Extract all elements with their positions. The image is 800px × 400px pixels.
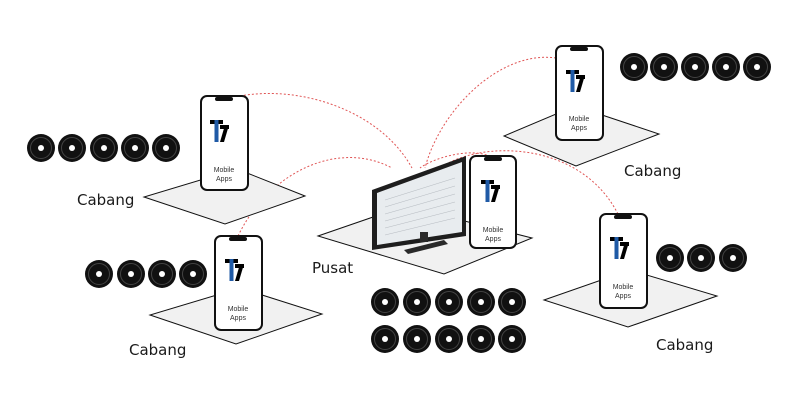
tag-icon	[178, 259, 208, 289]
tag-icon	[680, 52, 710, 82]
tag-icon	[147, 259, 177, 289]
tag-icon	[116, 259, 146, 289]
branch-app-label-1: Mobile	[569, 116, 590, 123]
tag-icon	[89, 133, 119, 163]
branch-label: Cabang	[624, 162, 681, 180]
tag-icon	[619, 52, 649, 82]
branch-phone: Mobile Apps	[214, 235, 263, 331]
tag-icon	[466, 287, 496, 317]
tag-icon	[151, 133, 181, 163]
tag-icon	[402, 324, 432, 354]
branch-app-label-2: Apps	[615, 293, 631, 300]
tag-icon	[434, 287, 464, 317]
tag-icon	[649, 52, 679, 82]
branch-phone: Mobile Apps	[200, 95, 249, 191]
desktop-monitor	[372, 156, 466, 254]
tag-icon	[655, 243, 685, 273]
branch-top-left: Mobile Apps Cabang	[26, 95, 307, 225]
branch-phone: Mobile Apps	[555, 45, 604, 141]
branch-app-label-1: Mobile	[613, 284, 634, 291]
branch-app-label-2: Apps	[230, 315, 246, 322]
tag-icon	[497, 324, 527, 354]
tag-icon	[686, 243, 716, 273]
tag-icon	[497, 287, 527, 317]
hub-label: Pusat	[312, 259, 353, 277]
connection-links	[237, 56, 619, 237]
branch-label: Cabang	[656, 336, 713, 354]
branch-tags	[655, 243, 748, 273]
tag-icon	[718, 243, 748, 273]
hub-phone: Mobile Apps	[469, 155, 517, 249]
link-top-right	[424, 56, 557, 169]
branch-tags	[619, 52, 772, 82]
branch-app-label-1: Mobile	[214, 167, 235, 174]
tag-icon	[711, 52, 741, 82]
branch-phone: Mobile Apps	[599, 213, 648, 309]
branch-app-label-2: Apps	[216, 176, 232, 183]
link-top-left	[239, 93, 413, 169]
branch-bottom-right: Mobile Apps Cabang	[542, 213, 748, 354]
hub-tags	[370, 287, 527, 354]
branch-tags	[84, 259, 208, 289]
hub-app-label-1: Mobile	[483, 227, 504, 234]
tag-icon	[120, 133, 150, 163]
link-hub-phone	[419, 152, 495, 169]
hub-node: Mobile Apps Pusat	[312, 155, 534, 354]
hub-app-label-2: Apps	[485, 236, 501, 243]
tag-icon	[84, 259, 114, 289]
branch-app-label-1: Mobile	[228, 306, 249, 313]
branch-bottom-left: Mobile Apps Cabang	[84, 235, 324, 359]
branch-tags	[26, 133, 181, 163]
tag-icon	[466, 324, 496, 354]
branch-app-label-2: Apps	[571, 125, 587, 132]
link-bottom-right	[439, 150, 619, 215]
branch-top-right: Mobile Apps Cabang	[502, 45, 772, 180]
tag-icon	[742, 52, 772, 82]
tag-icon	[370, 324, 400, 354]
branch-label: Cabang	[129, 341, 186, 359]
branch-label: Cabang	[77, 191, 134, 209]
tag-icon	[370, 287, 400, 317]
link-bottom-left	[237, 157, 393, 237]
tag-icon	[402, 287, 432, 317]
branch-platform	[142, 168, 307, 225]
tag-icon	[434, 324, 464, 354]
tag-icon	[26, 133, 56, 163]
tag-icon	[57, 133, 87, 163]
